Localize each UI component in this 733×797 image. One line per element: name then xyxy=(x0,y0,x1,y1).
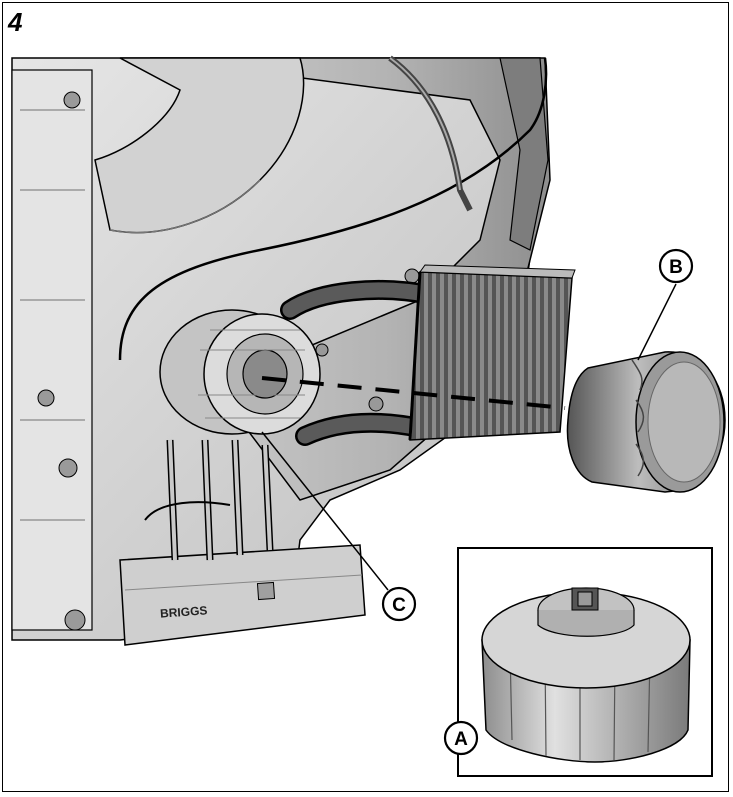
oil-cooler-hoses xyxy=(280,280,440,446)
callout-c-label: C xyxy=(392,595,406,616)
oil-filter xyxy=(566,351,726,493)
alignment-axis xyxy=(261,376,566,410)
inset-filter-wrench xyxy=(457,547,713,777)
callout-a: A xyxy=(443,720,479,756)
nameplate-text: BRIGGS xyxy=(160,603,208,620)
oil-filter-adapter xyxy=(159,309,321,435)
callout-c: C xyxy=(261,431,417,622)
oil-cooler xyxy=(408,264,576,441)
callout-b: B xyxy=(637,248,694,361)
callout-a-label: A xyxy=(454,729,468,750)
callout-b-label: B xyxy=(669,257,683,278)
figure-number: 4 xyxy=(8,7,23,37)
